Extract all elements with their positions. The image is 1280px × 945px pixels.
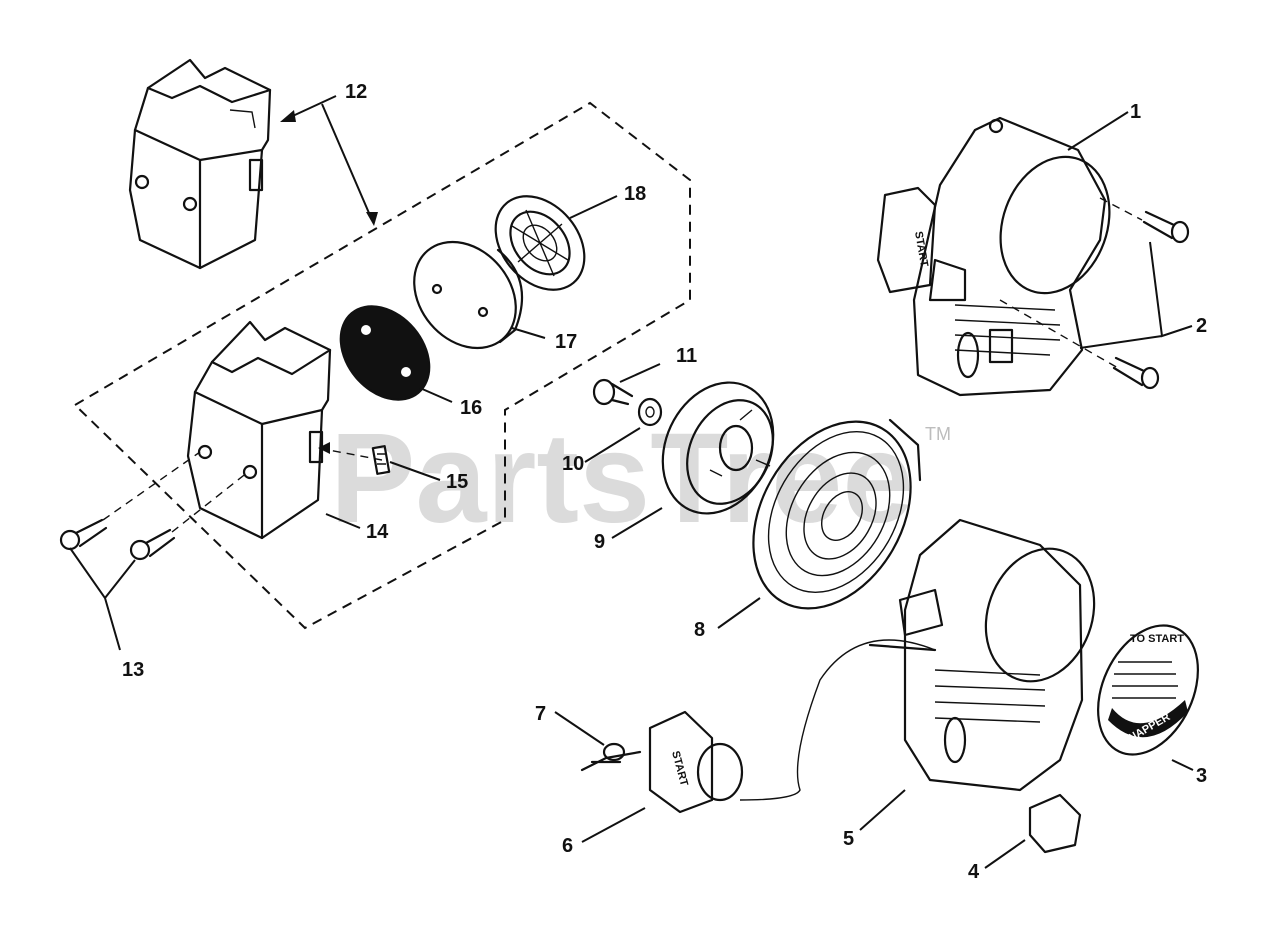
callout-4: 4 xyxy=(968,861,980,883)
callout-8: 8 xyxy=(694,619,705,641)
part-15-clip[interactable] xyxy=(371,445,391,475)
part-3-decal[interactable]: TO START SNAPPER xyxy=(1078,609,1217,770)
callout-12: 12 xyxy=(345,81,367,103)
part-6-handle[interactable]: START xyxy=(648,710,744,814)
part-18-screen[interactable] xyxy=(477,179,602,308)
part-11-bolt[interactable] xyxy=(592,378,634,406)
callout-11: 11 xyxy=(676,345,697,367)
part-16-gasket[interactable] xyxy=(322,289,447,418)
decal-to-start: TO START xyxy=(1130,633,1184,645)
callout-15: 15 xyxy=(446,471,468,493)
part-10-washer[interactable] xyxy=(637,397,663,427)
part-2-screws[interactable] xyxy=(1112,210,1190,390)
callout-3: 3 xyxy=(1196,765,1207,787)
part-5-housing[interactable] xyxy=(898,518,1112,792)
part-14-cover[interactable] xyxy=(186,320,332,540)
kit-boundary xyxy=(74,101,691,630)
starter-rope xyxy=(739,639,936,801)
handle-6-start-label: START xyxy=(669,750,690,788)
part-1-housing[interactable]: START xyxy=(876,116,1128,397)
callout-2: 2 xyxy=(1196,315,1207,337)
callout-labels: 1 2 3 4 5 6 7 8 9 10 11 12 13 14 15 16 1… xyxy=(122,81,1207,883)
callout-14: 14 xyxy=(366,521,389,543)
callout-17: 17 xyxy=(555,331,577,353)
callout-7: 7 xyxy=(535,703,546,725)
part-4-cap[interactable] xyxy=(1028,793,1082,854)
part-9-pulley[interactable] xyxy=(642,364,794,531)
part-12-cover[interactable] xyxy=(128,58,272,270)
callout-1: 1 xyxy=(1130,101,1141,123)
part-8-spring[interactable] xyxy=(721,393,942,636)
watermark: PartsTree xyxy=(330,407,914,550)
part-13-screws[interactable] xyxy=(59,518,176,561)
callout-18: 18 xyxy=(624,183,646,205)
part-7-knot[interactable] xyxy=(580,742,642,772)
callout-16: 16 xyxy=(460,397,482,419)
callout-5: 5 xyxy=(843,828,854,850)
watermark-trademark: TM xyxy=(925,424,951,444)
callout-6: 6 xyxy=(562,835,573,857)
callout-9: 9 xyxy=(594,531,605,553)
arrowheads xyxy=(280,110,378,454)
callout-10: 10 xyxy=(562,453,584,475)
callout-13: 13 xyxy=(122,659,144,681)
